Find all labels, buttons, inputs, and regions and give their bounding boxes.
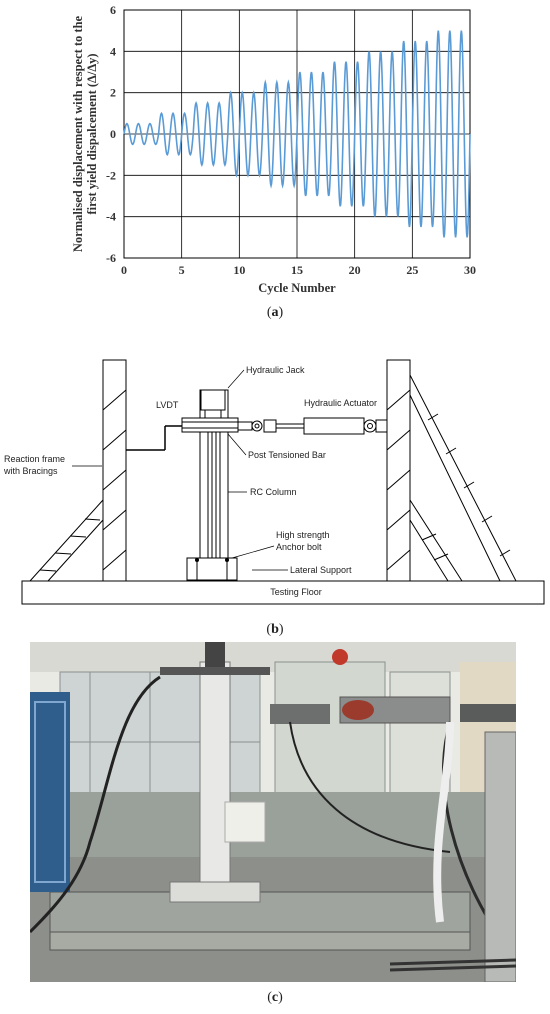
x-tick-label: 25 — [406, 263, 418, 277]
lvdt — [126, 425, 182, 451]
caption-c: (c) — [267, 990, 283, 1005]
label-anchor-bolt-2: Anchor bolt — [276, 542, 322, 552]
x-axis-label: Cycle Number — [258, 281, 336, 295]
y-tick-label: 0 — [110, 127, 116, 141]
y-tick-label: -2 — [106, 168, 116, 182]
label-anchor-bolt-1: High strength — [276, 530, 330, 540]
x-tick-label: 15 — [291, 263, 303, 277]
x-tick-label: 20 — [349, 263, 361, 277]
label-reaction-frame-2: with Bracings — [3, 466, 58, 476]
y-tick-label: 6 — [110, 3, 116, 17]
x-tick-label: 30 — [464, 263, 476, 277]
y-axis-label-line2: first yield dispalcement (Δ/Δy) — [85, 53, 99, 214]
grid-lines — [123, 9, 471, 259]
x-tick-label: 10 — [233, 263, 245, 277]
caption-a-letter: a — [271, 305, 279, 320]
x-tick-label: 5 — [179, 263, 185, 277]
testing-floor — [21, 580, 545, 605]
series-displacement — [123, 30, 471, 238]
x-tick-label: 0 — [121, 263, 127, 277]
displacement-line — [123, 30, 471, 238]
right-reaction-frame — [386, 359, 517, 582]
y-tick-label: -6 — [106, 251, 116, 265]
caption-b: (b) — [266, 622, 284, 637]
label-lvdt: LVDT — [156, 400, 179, 410]
label-post-tensioned-bar: Post Tensioned Bar — [248, 450, 326, 460]
label-testing-floor: Testing Floor — [270, 587, 322, 597]
y-tick-label: 2 — [110, 86, 116, 100]
column-head — [181, 417, 239, 433]
hydraulic-actuator — [237, 417, 388, 435]
label-reaction-frame-1: Reaction frame — [4, 454, 65, 464]
label-lateral-support: Lateral Support — [290, 565, 352, 575]
y-tick-label: -4 — [106, 210, 116, 224]
caption-c-letter: c — [271, 990, 279, 1005]
caption-b-letter: b — [271, 622, 279, 637]
y-axis-label-line1: Normalised displacement with respect to … — [71, 15, 85, 252]
column-base — [186, 557, 238, 581]
y-tick-labels: 6 4 2 0 -2 -4 -6 — [106, 3, 116, 265]
label-hydraulic-actuator: Hydraulic Actuator — [304, 398, 377, 408]
caption-a: (a) — [266, 305, 284, 320]
x-tick-labels: 0 5 10 15 20 25 30 — [121, 263, 476, 277]
label-rc-column: RC Column — [250, 487, 297, 497]
hydraulic-jack — [200, 389, 226, 411]
test-setup-schematic: Testing Floor — [3, 359, 545, 605]
test-setup-photo — [30, 642, 516, 982]
left-reaction-frame — [29, 359, 127, 582]
label-hydraulic-jack: Hydraulic Jack — [246, 365, 305, 375]
y-tick-label: 4 — [110, 44, 116, 58]
